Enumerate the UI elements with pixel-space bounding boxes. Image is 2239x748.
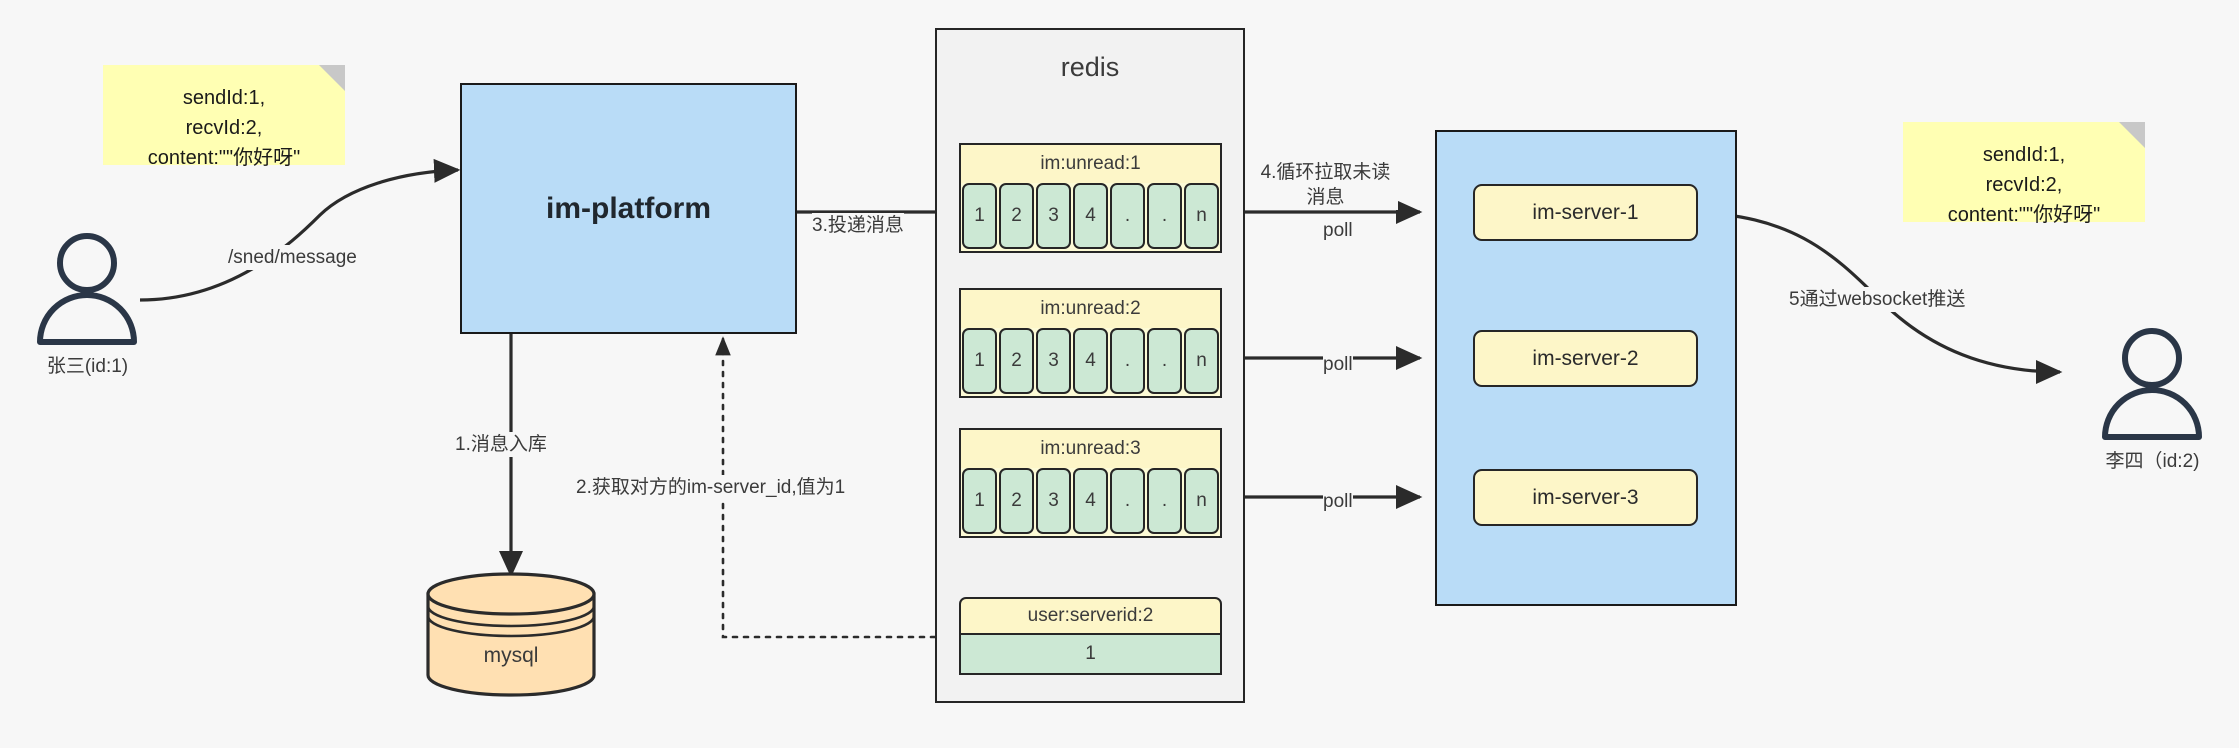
list-cell: . [1147, 183, 1182, 249]
note-left-line-3: content:""你好呀" [147, 147, 301, 169]
edge-label-step4: 4.循环拉取未读消息 [1253, 160, 1398, 210]
redis-list-3-key: im:unread:3 [961, 430, 1220, 468]
edge-label-step5: 5通过websocket推送 [1789, 287, 1966, 312]
im-server-2-label: im-server-2 [1532, 346, 1639, 370]
redis-list-3[interactable]: im:unread:3 1 2 3 4 . . n [959, 428, 1222, 538]
database-cylinder-icon [426, 572, 596, 697]
redis-title: redis [1060, 52, 1120, 82]
list-cell: . [1110, 183, 1145, 249]
edge-label-poll-2: poll [1323, 352, 1353, 377]
actor-sender: 张三(id:1) [20, 230, 155, 378]
list-cell: 2 [999, 328, 1034, 394]
edge-label-poll-3: poll [1323, 489, 1353, 514]
im-platform-node[interactable]: im-platform [460, 83, 797, 334]
list-cell: 2 [999, 183, 1034, 249]
list-cell: . [1147, 328, 1182, 394]
edge-label-step3: 3.投递消息 [812, 213, 904, 238]
mysql-node[interactable]: mysql [422, 572, 600, 697]
redis-list-2-key: im:unread:2 [961, 290, 1220, 328]
sticky-note-left: sendId:1, recvId:2, content:""你好呀" [103, 65, 345, 169]
note-right-line-3: content:""你好呀" [1947, 204, 2101, 226]
redis-list-2[interactable]: im:unread:2 1 2 3 4 . . n [959, 288, 1222, 398]
im-server-1-label: im-server-1 [1532, 200, 1639, 224]
list-cell: 4 [1073, 328, 1108, 394]
redis-kv-key: user:serverid:2 [959, 597, 1222, 635]
mysql-label: mysql [483, 644, 539, 667]
list-cell: 4 [1073, 183, 1108, 249]
redis-kv-userserverid[interactable]: user:serverid:2 1 [959, 597, 1222, 675]
edge-label-poll-1: poll [1323, 218, 1353, 243]
note-right-line-2: recvId:2, [1985, 174, 2063, 196]
note-right-line-1: sendId:1, [1982, 144, 2066, 166]
im-server-2-node[interactable]: im-server-2 [1473, 330, 1698, 387]
redis-list-2-cells: 1 2 3 4 . . n [961, 328, 1220, 394]
actor-receiver: 李四（id:2) [2085, 325, 2220, 473]
redis-list-1[interactable]: im:unread:1 1 2 3 4 . . n [959, 143, 1222, 253]
note-left-line-2: recvId:2, [185, 117, 263, 139]
list-cell: 1 [962, 468, 997, 534]
im-server-3-label: im-server-3 [1532, 485, 1639, 509]
list-cell: 3 [1036, 328, 1071, 394]
im-platform-label: im-platform [546, 191, 711, 225]
list-cell: n [1184, 183, 1219, 249]
redis-kv-value: 1 [959, 635, 1222, 675]
person-icon [2102, 328, 2202, 440]
list-cell: 3 [1036, 468, 1071, 534]
redis-list-3-cells: 1 2 3 4 . . n [961, 468, 1220, 534]
edge-label-step1: 1.消息入库 [455, 432, 547, 457]
list-cell: n [1184, 328, 1219, 394]
edge-label-send-message: /sned/message [228, 245, 357, 270]
im-server-1-node[interactable]: im-server-1 [1473, 184, 1698, 241]
list-cell: 3 [1036, 183, 1071, 249]
person-icon [37, 233, 137, 345]
note-fold-icon [319, 65, 345, 91]
list-cell: n [1184, 468, 1219, 534]
redis-list-1-cells: 1 2 3 4 . . n [961, 183, 1220, 249]
im-server-3-node[interactable]: im-server-3 [1473, 469, 1698, 526]
note-left-line-1: sendId:1, [182, 87, 266, 109]
list-cell: 1 [962, 328, 997, 394]
list-cell: 1 [962, 183, 997, 249]
redis-list-1-key: im:unread:1 [961, 145, 1220, 183]
edge-label-step2: 2.获取对方的im-server_id,值为1 [576, 475, 846, 500]
sticky-note-right: sendId:1, recvId:2, content:""你好呀" [1903, 122, 2145, 226]
note-fold-icon [2119, 122, 2145, 148]
list-cell: . [1147, 468, 1182, 534]
actor-receiver-label: 李四（id:2) [2105, 451, 2200, 472]
list-cell: 2 [999, 468, 1034, 534]
actor-sender-label: 张三(id:1) [46, 356, 129, 377]
list-cell: . [1110, 468, 1145, 534]
list-cell: . [1110, 328, 1145, 394]
list-cell: 4 [1073, 468, 1108, 534]
